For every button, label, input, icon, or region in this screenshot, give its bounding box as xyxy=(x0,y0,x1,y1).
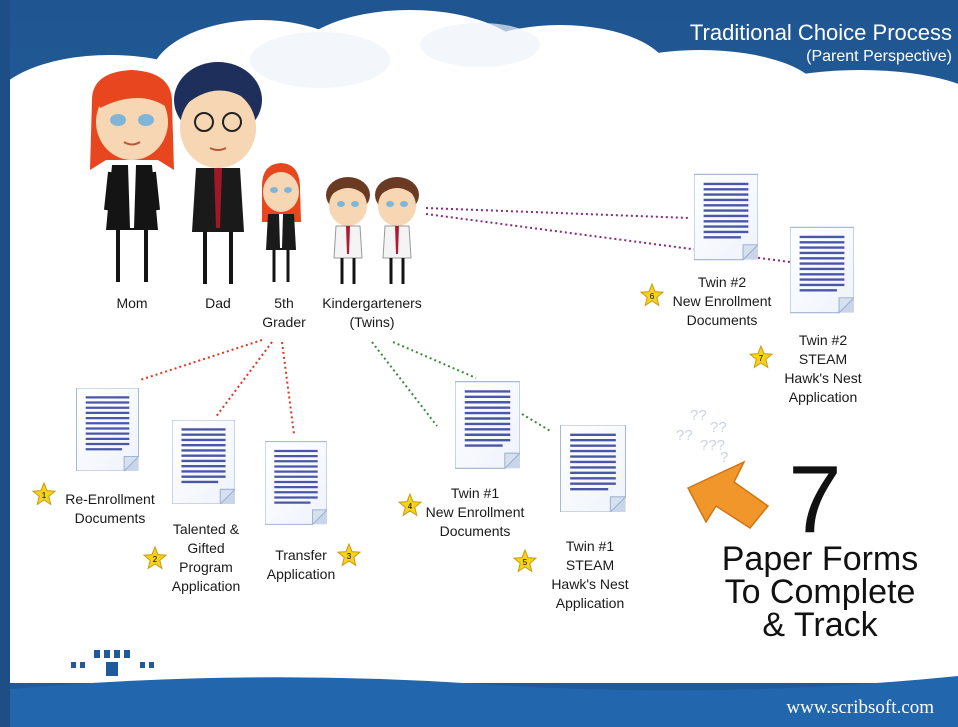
label-twin1-steam: Twin #1 STEAM Hawk's Nest Application xyxy=(551,538,629,611)
document-3-icon xyxy=(265,441,327,525)
fifth-grader-figure xyxy=(262,163,301,282)
summary-line-2: To Complete xyxy=(724,573,916,611)
document-1-icon xyxy=(76,388,139,471)
svg-text:4: 4 xyxy=(408,502,413,511)
svg-text:??: ?? xyxy=(676,427,693,444)
svg-text:??: ?? xyxy=(710,419,727,436)
label-transfer: Transfer Application xyxy=(266,547,336,582)
star-1-icon: 1 xyxy=(32,482,56,506)
label-mom: Mom xyxy=(116,295,148,311)
svg-text:?: ? xyxy=(720,449,728,466)
forms-count: 7 xyxy=(788,446,842,553)
document-6-icon xyxy=(694,173,758,261)
star-7-icon: 7 xyxy=(749,345,773,369)
svg-text:??: ?? xyxy=(690,407,707,424)
svg-text:5: 5 xyxy=(523,558,528,567)
label-twin1-enrollment: Twin #1 New Enrollment Documents xyxy=(425,485,525,539)
star-4-icon: 4 xyxy=(398,493,422,517)
document-5-icon xyxy=(560,425,626,512)
label-twin2-enrollment: Twin #2 New Enrollment Documents xyxy=(672,274,772,328)
page-title: Traditional Choice Process xyxy=(689,20,952,45)
dad-figure xyxy=(174,62,262,284)
question-marks-icon: ???? ?????? xyxy=(676,407,728,466)
document-4-icon xyxy=(455,381,520,469)
label-talented-gifted: Talented & Gifted Program Application xyxy=(171,521,241,594)
document-2-icon xyxy=(172,420,235,504)
summary-line-1: Paper Forms xyxy=(721,540,919,578)
twins-figures xyxy=(326,177,419,284)
label-dad: Dad xyxy=(205,295,231,311)
label-re-enrollment: Re-Enrollment Documents xyxy=(65,491,155,526)
svg-text:7: 7 xyxy=(759,354,764,363)
svg-text:1: 1 xyxy=(42,491,47,500)
footer-url[interactable]: www.scribsoft.com xyxy=(786,697,934,718)
svg-text:6: 6 xyxy=(650,292,655,301)
star-5-icon: 5 xyxy=(513,549,537,573)
summary-line-3: & Track xyxy=(762,606,878,644)
label-twins: Kindergarteners (Twins) xyxy=(322,295,422,330)
mom-figure xyxy=(90,70,174,282)
page-subtitle: (Parent Perspective) xyxy=(806,48,952,65)
school-icon xyxy=(66,620,158,676)
svg-text:???: ??? xyxy=(700,437,725,454)
arrow-icon xyxy=(686,460,770,529)
star-2-icon: 2 xyxy=(143,546,167,570)
label-fifth-grader: 5th Grader xyxy=(262,295,306,330)
svg-text:2: 2 xyxy=(153,555,158,564)
svg-text:3: 3 xyxy=(347,552,352,561)
label-twin2-steam: Twin #2 STEAM Hawk's Nest Application xyxy=(784,332,862,405)
star-3-icon: 3 xyxy=(337,543,361,567)
document-7-icon xyxy=(790,226,854,314)
star-6-icon: 6 xyxy=(640,283,664,307)
kids-icon xyxy=(55,657,195,677)
